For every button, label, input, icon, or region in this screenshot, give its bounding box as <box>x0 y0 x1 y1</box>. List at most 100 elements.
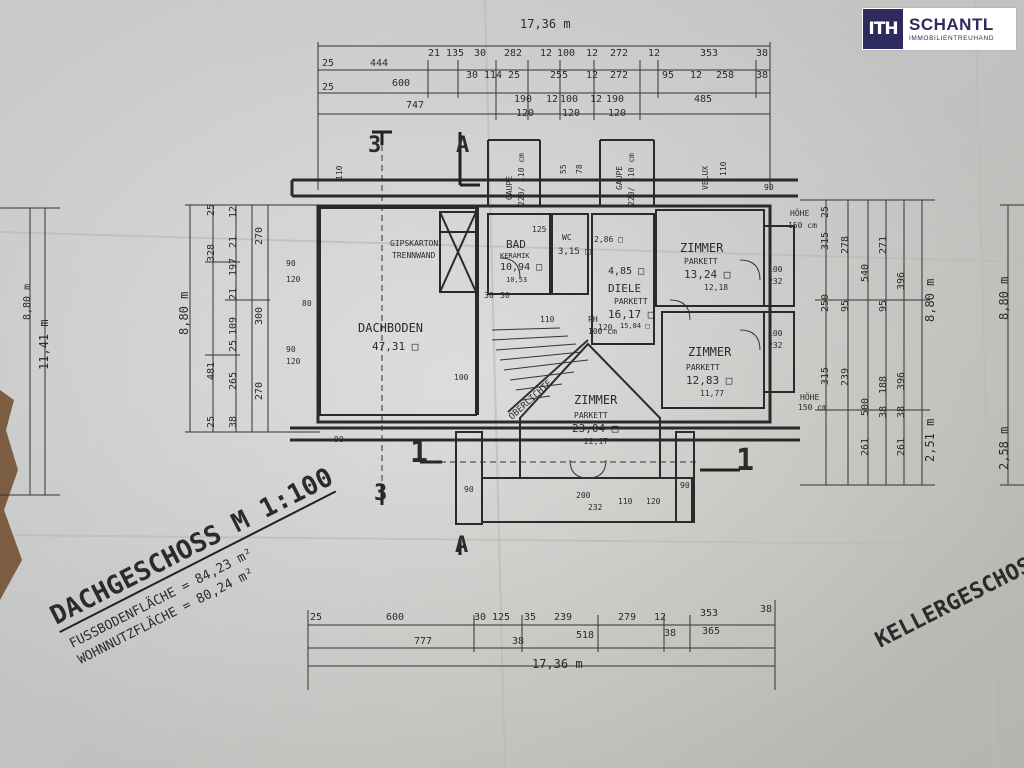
dim-left-15: 8,80 m <box>22 284 33 320</box>
depth-far-left: 11,41 m <box>37 319 51 370</box>
logo-mark: ITH <box>863 9 903 49</box>
dim-left-5: 25 <box>206 416 217 428</box>
partition-label-2: TRENNWAND <box>392 251 436 260</box>
dim-inner-14: 232 <box>768 277 783 286</box>
height-note-2: HÖHE <box>800 392 819 402</box>
torn-edge <box>0 390 22 600</box>
dim-inner-4: 120 <box>286 357 301 366</box>
dim-inner-18: 232 <box>588 503 603 512</box>
dim-top-1-0: 25 <box>322 58 334 69</box>
room-area: 13,24 □ <box>684 268 731 281</box>
room-area: 16,17 □ <box>608 308 655 321</box>
dim-top-1-1: 444 <box>370 58 388 69</box>
dim-top-2-11: 38 <box>756 70 768 81</box>
dim-left-13: 25 <box>228 340 239 352</box>
dim-top-1-12: 38 <box>756 48 768 59</box>
room-sub: 2,86 □ <box>594 235 623 244</box>
dim-top-2-0: 25 <box>322 82 334 93</box>
dim-left-14: 21 <box>228 236 239 248</box>
depth-left: 8,80 m <box>177 292 191 335</box>
overall-length-top: 17,36 m <box>520 17 571 31</box>
room-floor: PARKETT <box>686 363 720 372</box>
dims-right: 25 315 278 250 95 315 239 500 261 188 38… <box>820 206 907 456</box>
dim-right-4: 95 <box>840 300 851 312</box>
dim-right-2: 278 <box>840 236 851 254</box>
room-name: BAD <box>506 238 526 251</box>
dim-bottom-1-8: 353 <box>700 608 718 619</box>
dormer-left-label: GAUPE <box>505 176 514 200</box>
room-zimmer-bottom: ZIMMER PARKETT 23,04 □ 22,17 <box>572 393 619 446</box>
dim-right-10: 38 <box>878 406 889 418</box>
dim-right-9: 188 <box>878 376 889 394</box>
interior-walls <box>319 139 795 525</box>
dim-bottom-2-4: 365 <box>702 626 720 637</box>
dim-left-2: 481 <box>206 362 217 380</box>
dim-right-16: 261 <box>896 438 907 456</box>
dim-right-6: 239 <box>840 368 851 386</box>
room-floor: PARKETT <box>684 257 718 266</box>
logo-name: SCHANTL <box>909 14 994 34</box>
dim-top-2-1: 600 <box>392 78 410 89</box>
dim-left-1: 328 <box>206 244 217 262</box>
dims-top-row2: 25 600 30 114 25 255 12 272 95 12 258 38 <box>322 70 768 93</box>
dim-bottom-2-2: 518 <box>576 630 594 641</box>
room-top: 4,85 □ <box>608 266 644 277</box>
dim-inner-6: 90 <box>334 435 344 444</box>
dim-inner-12: 90 <box>764 183 774 192</box>
dimension-lines-left <box>0 204 320 496</box>
dim-bottom-1-3: 125 <box>492 612 510 623</box>
dim-top-1-9: 272 <box>610 48 628 59</box>
room-zimmer-top: ZIMMER PARKETT 13,24 □ 12,18 <box>680 241 731 292</box>
room-name: WC <box>562 233 572 242</box>
dim-top-3-5: 190 <box>606 94 624 105</box>
dim-top-4-2: 120 <box>608 108 626 119</box>
section-marker-a-top: A <box>456 133 469 158</box>
dim-top-3-6: 485 <box>694 94 712 105</box>
dim-top-3-2: 12 <box>546 94 558 105</box>
dim-inner-11: 110 <box>719 161 728 176</box>
dim-right-13: 271 <box>878 236 889 254</box>
dim-right-14: 95 <box>878 300 889 312</box>
section-marker-1-left: 1 <box>410 435 428 470</box>
room-sub: 11,77 <box>700 389 724 398</box>
room-area: 3,15 □ <box>558 247 591 257</box>
dim-bottom-1-5: 239 <box>554 612 572 623</box>
height-far-right: 2,58 m <box>997 427 1011 470</box>
dimension-lines-right <box>800 199 1024 486</box>
dim-right-0: 25 <box>820 206 831 218</box>
room-area: 12,83 □ <box>686 374 733 387</box>
dim-bottom-2-3: 38 <box>664 628 676 639</box>
room-wc: WC 3,15 □ 2,86 □ <box>558 233 623 257</box>
agency-logo: ITH SCHANTL IMMOBILIENTREUHAND <box>862 8 1016 50</box>
dim-left-6: 270 <box>254 227 265 245</box>
dim-right-3: 250 <box>820 294 831 312</box>
room-floor: PARKETT <box>614 297 648 306</box>
dim-top-2-8: 95 <box>662 70 674 81</box>
dim-inner-0: 90 <box>286 259 296 268</box>
dim-inner-10: 78 <box>575 164 584 174</box>
room-name: DIELE <box>608 282 641 295</box>
room-dachboden: DACHBODEN 47,31 □ <box>358 321 423 353</box>
dim-bottom-1-4: 35 <box>524 612 536 623</box>
dim-left-10: 197 <box>228 258 239 276</box>
height-note-2-value: 150 cm <box>798 403 827 412</box>
dim-inner-20: 120 <box>646 497 661 506</box>
dim-left-7: 300 <box>254 307 265 325</box>
dim-left-3: 265 <box>228 372 239 390</box>
room-area: 47,31 □ <box>372 340 419 353</box>
height-right: 2,51 m <box>923 419 937 462</box>
dim-top-2-6: 12 <box>586 70 598 81</box>
logo-subtitle: IMMOBILIENTREUHAND <box>909 34 995 42</box>
dim-right-15: 396 <box>896 372 907 390</box>
dim-top-3-0: 747 <box>406 100 424 111</box>
room-sub: 12,18 <box>704 283 728 292</box>
section-marker-1-right: 1 <box>736 443 754 478</box>
dim-top-1-10: 12 <box>648 48 660 59</box>
dim-left-8: 270 <box>254 382 265 400</box>
dim-inner-16: 232 <box>768 341 783 350</box>
dim-top-1-6: 12 <box>540 48 552 59</box>
room-name: ZIMMER <box>574 393 618 407</box>
dim-inner-23: 30 <box>484 291 494 300</box>
velux-label: VELUX <box>701 166 710 190</box>
